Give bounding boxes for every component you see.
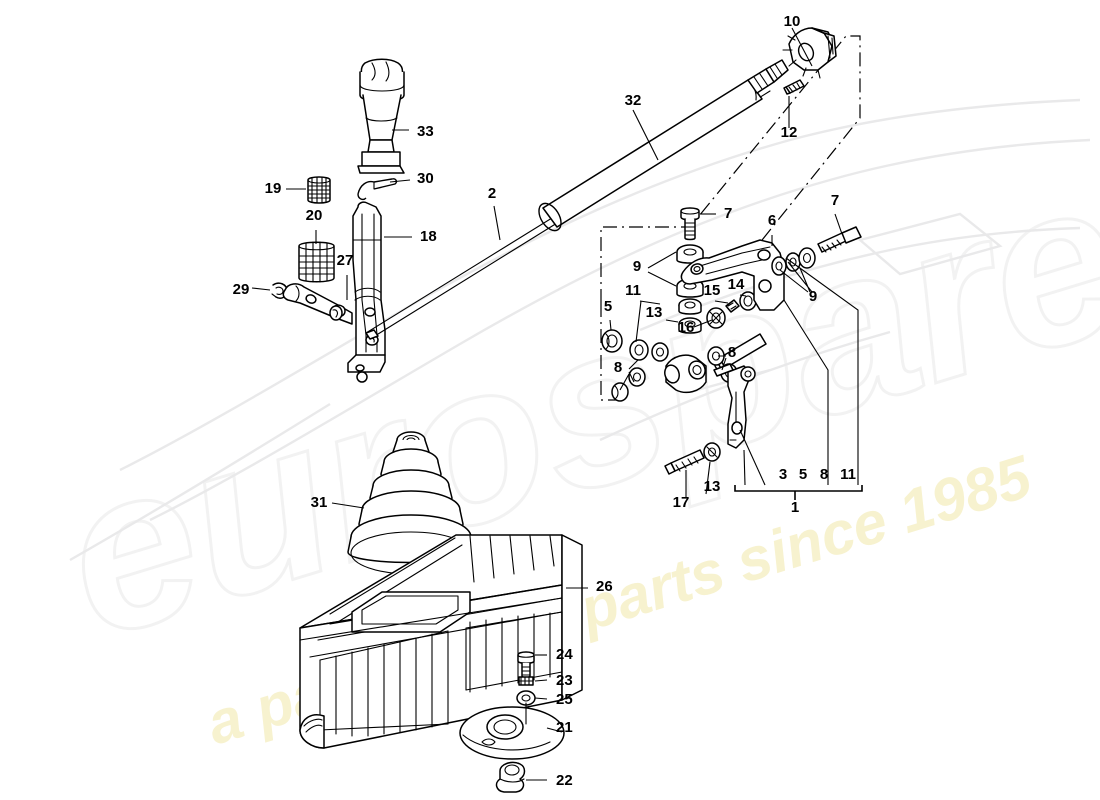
callout-24: 24	[556, 646, 573, 663]
callout-31: 31	[311, 494, 328, 511]
callout-7b: 7	[831, 192, 839, 209]
callout-17: 17	[673, 494, 690, 511]
leader-lines	[251, 27, 843, 781]
pivot-arm-part-27	[282, 283, 353, 325]
callout-10: 10	[784, 13, 801, 30]
callout-27: 27	[337, 252, 354, 269]
bushing-part-5	[601, 329, 623, 353]
group-member-11: 11	[840, 466, 856, 483]
shift-knob-part-33	[357, 58, 405, 174]
hex-bolt-part-17	[664, 449, 705, 475]
group-label-1: 1	[791, 499, 799, 516]
shift-rod-coupling-part-10	[782, 27, 837, 79]
callout-22: 22	[556, 772, 573, 789]
callout-9a: 9	[633, 258, 641, 275]
callout-20: 20	[306, 207, 323, 224]
callout-14: 14	[728, 276, 745, 293]
callout-33: 33	[417, 123, 434, 140]
group-member-3: 3	[779, 466, 787, 483]
rubber-grommet-part-22	[495, 761, 526, 793]
group-member-5: 5	[799, 466, 807, 483]
washer-stack-9-right	[771, 247, 816, 276]
bushing-part-20	[298, 241, 335, 283]
callout-19: 19	[265, 180, 282, 197]
callout-2: 2	[488, 185, 496, 202]
callout-16: 16	[678, 319, 695, 336]
callout-23: 23	[556, 672, 573, 689]
callout-26: 26	[596, 578, 613, 595]
bushing-part-19	[307, 176, 331, 204]
callout-8a: 8	[728, 344, 736, 361]
hex-bolt-part-7b	[817, 226, 862, 253]
shift-lever-part-18	[347, 201, 386, 383]
callout-7a: 7	[724, 205, 732, 222]
shift-rod-tube-part-32	[538, 59, 789, 232]
callout-18: 18	[420, 228, 437, 245]
callout-6: 6	[768, 212, 776, 229]
hex-bolt-part-7a	[680, 207, 700, 241]
retaining-clip-part-30	[357, 178, 398, 201]
clamping-screw-part-12	[783, 79, 805, 95]
callout-29: 29	[233, 281, 250, 298]
lock-washer-part-23	[518, 676, 534, 686]
washer-part-11	[678, 298, 702, 315]
callout-13b: 13	[704, 478, 721, 495]
spacer-part-16	[706, 307, 726, 329]
callout-11: 11	[625, 282, 641, 299]
selector-lever-part-6	[680, 239, 785, 311]
mounting-plate-part-21	[459, 702, 565, 760]
tunnel-cover-part-26	[299, 534, 583, 749]
callout-13a: 13	[646, 304, 663, 321]
callout-15: 15	[704, 282, 721, 299]
group-bracket	[734, 257, 863, 500]
assembly-group-outline	[600, 35, 861, 303]
callout-32: 32	[625, 92, 642, 109]
callout-5: 5	[604, 298, 612, 315]
callout-30: 30	[417, 170, 434, 187]
callout-25: 25	[556, 691, 573, 708]
callout-8b: 8	[614, 359, 622, 376]
washer-part-13b	[703, 442, 721, 462]
callout-12: 12	[781, 124, 798, 141]
washer-part-13a	[678, 317, 702, 334]
fastener-part-15	[725, 299, 740, 313]
callout-9b: 9	[809, 288, 817, 305]
callout-21: 21	[556, 719, 573, 736]
group-member-8: 8	[820, 466, 828, 483]
